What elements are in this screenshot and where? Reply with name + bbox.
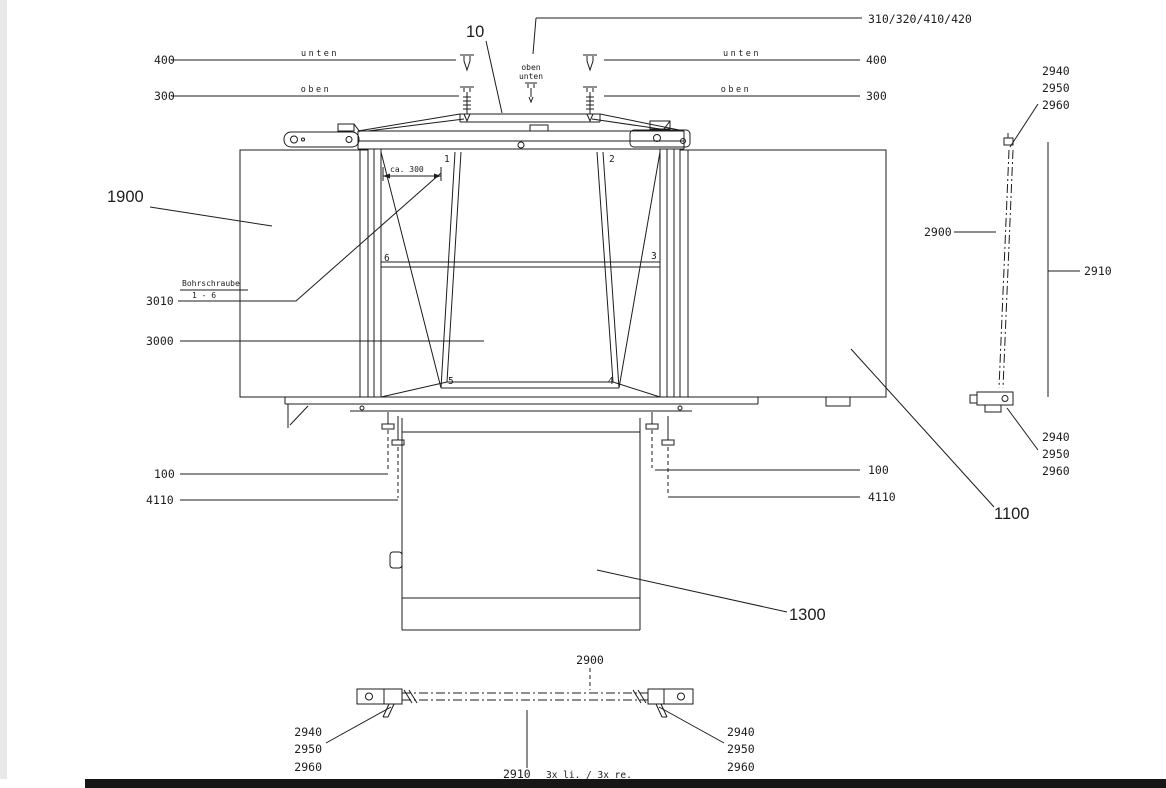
callout-2940-bottom-right-col: 2940	[1042, 430, 1070, 444]
callout-2960-top-right: 2960	[1042, 98, 1070, 112]
callout-100-right: 100	[868, 463, 889, 477]
callout-3010: 3010	[146, 294, 174, 308]
right-side-panel	[679, 149, 887, 407]
callout-2900-side: 2900	[924, 225, 952, 239]
callout-4110-left: 4110	[146, 493, 174, 507]
callout-1100: 1100	[994, 505, 1029, 523]
side-rod-assembly	[969, 133, 1014, 413]
leader-lines	[149, 17, 1080, 768]
label-unten-left: unten	[301, 49, 339, 59]
callout-310-320-410-420: 310/320/410/420	[868, 12, 972, 26]
callout-1900: 1900	[107, 188, 144, 206]
bolt-centerlines	[387, 430, 669, 498]
callout-2940-rod-left: 2940	[294, 725, 322, 739]
callout-400-right: 400	[866, 53, 887, 67]
position-mark-5: 5	[448, 376, 454, 387]
screw-set-right	[583, 54, 597, 123]
screw-set-left	[460, 54, 474, 123]
callout-2940-top-right: 2940	[1042, 64, 1070, 78]
screw-center	[525, 82, 537, 104]
callout-100-left: 100	[154, 467, 175, 481]
position-mark-3: 3	[651, 251, 657, 262]
diagram-labels: 10 310/320/410/420 400 unten 300 oben ob…	[107, 12, 1112, 781]
callout-10: 10	[466, 23, 484, 41]
label-oben-right: oben	[721, 85, 751, 95]
hinge-bracket-right	[629, 120, 691, 148]
interior-structure	[380, 151, 661, 398]
callout-2940-rod-right: 2940	[727, 725, 755, 739]
note-bohrschraube: Bohrschraube	[182, 279, 240, 288]
label-unten-center: unten	[519, 72, 543, 81]
callout-2960-bottom-right-col: 2960	[1042, 464, 1070, 478]
window-left-margin	[0, 0, 7, 779]
position-mark-4: 4	[608, 376, 614, 387]
callout-2950-top-right: 2950	[1042, 81, 1070, 95]
callout-400-left: 400	[154, 53, 175, 67]
bottom-flap-panel	[389, 418, 641, 631]
callout-300-right: 300	[866, 89, 887, 103]
top-frame	[357, 113, 685, 150]
dimension-text: ca. 300	[390, 165, 424, 174]
callout-2960-rod-left: 2960	[294, 760, 322, 774]
callout-2910-bottom: 2910	[503, 767, 531, 781]
callout-4110-right: 4110	[868, 490, 896, 504]
note-qty-rod: 3x li. / 3x re.	[546, 770, 632, 781]
callout-2910-side: 2910	[1084, 264, 1112, 278]
window-bottom-bar	[85, 779, 1166, 788]
corner-posts	[373, 149, 675, 397]
callout-2950-bottom-right-col: 2950	[1042, 447, 1070, 461]
callout-2960-rod-right: 2960	[727, 760, 755, 774]
position-mark-6: 6	[384, 253, 390, 264]
callout-300-left: 300	[154, 89, 175, 103]
label-unten-right: unten	[723, 49, 761, 59]
note-range-1-6: 1 - 6	[192, 291, 216, 300]
callout-2950-rod-left: 2950	[294, 742, 322, 756]
hinge-bracket-left	[283, 123, 361, 148]
callout-1300: 1300	[789, 606, 826, 624]
callout-2950-rod-right: 2950	[727, 742, 755, 756]
callout-3000: 3000	[146, 334, 174, 348]
position-mark-2: 2	[609, 154, 615, 165]
label-oben-left: oben	[301, 85, 331, 95]
left-side-panel	[239, 149, 369, 398]
base-rail	[284, 396, 759, 446]
position-mark-1: 1	[444, 154, 450, 165]
label-oben-center: oben	[521, 63, 540, 72]
dimension-ca-300	[382, 167, 442, 181]
bottom-rod-assembly	[356, 688, 694, 718]
callout-2900-bottom: 2900	[576, 653, 604, 667]
